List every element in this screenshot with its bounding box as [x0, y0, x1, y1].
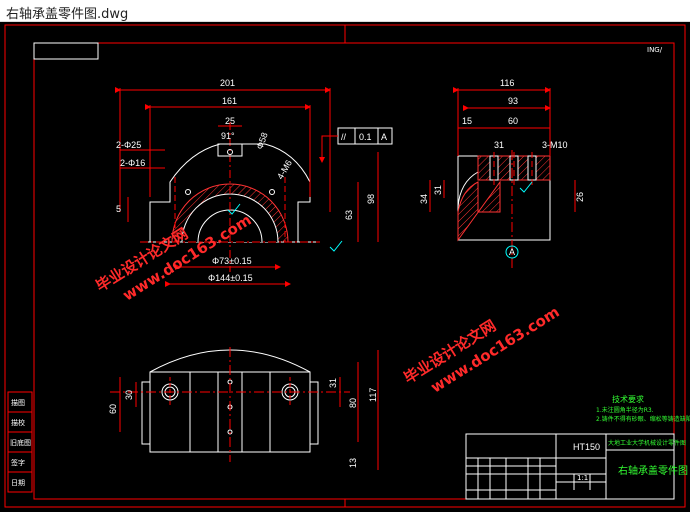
dim-height-outer: 98 [366, 194, 376, 204]
front-view[interactable]: 201 161 25 91° 2-Φ25 2-Φ16 5 Φ58 4-M6 63… [115, 78, 393, 287]
title-block: HT150 大地工业大学机械设计零件图 右轴承盖零件图 1:1 [465, 433, 688, 500]
top-dim-left-inner: 30 [124, 390, 134, 400]
window-title: 右轴承盖零件图.dwg [6, 7, 129, 22]
top-dim-right-inner: 31 [328, 378, 338, 388]
side-dim-mid: 93 [508, 96, 518, 106]
watermark-2: 毕业设计论文网 www.doc163.com [401, 303, 563, 397]
dim-top-width: 25 [225, 116, 235, 126]
side-view[interactable]: 116 93 15 60 31 3-M10 34 31 26 A [419, 78, 585, 270]
title-drawing-name: 右轴承盖零件图 [618, 464, 688, 477]
tol-value: 0.1 [359, 132, 372, 142]
strip-label-3: 签字 [11, 458, 25, 467]
cad-viewport[interactable]: ING/ 描图 描校 旧底图 签字 日期 [0, 22, 690, 512]
dim-height-inner: 63 [344, 210, 354, 220]
left-strip: 描图 描校 旧底图 签字 日期 [7, 391, 33, 493]
tolerance-frame: // 0.1 A [319, 127, 393, 163]
strip-label-0: 描图 [11, 398, 25, 407]
notes-line2: 2.铸件不得有砂眼、缩松等铸造缺陷. [596, 415, 690, 423]
side-dim-thread: 3-M10 [542, 140, 568, 150]
dim-thread: 4-M6 [275, 158, 294, 181]
side-datum: A [509, 247, 515, 257]
technical-notes: 技术要求 1.未注圆角半径为R3. 2.铸件不得有砂眼、缩松等铸造缺陷. [596, 394, 690, 423]
side-dim-height-a: 34 [419, 194, 429, 204]
cad-drawing[interactable]: ING/ 描图 描校 旧底图 签字 日期 [0, 22, 690, 512]
side-dim-right: 60 [508, 116, 518, 126]
side-dim-slot: 31 [494, 140, 504, 150]
dim-overall-width: 201 [220, 78, 235, 88]
dim-bore-large: Φ144±0.15 [208, 273, 253, 283]
top-dim-left-outer: 60 [108, 404, 118, 414]
side-dim-overall: 116 [500, 78, 514, 88]
title-scale: 1:1 [577, 474, 588, 482]
dim-radius: Φ58 [254, 131, 269, 151]
strip-label-1: 描校 [11, 418, 25, 427]
dim-hole-b: 2-Φ16 [120, 158, 145, 168]
title-material: HT150 [573, 442, 600, 452]
top-dim-right-mid: 80 [348, 398, 358, 408]
tol-symbol: // [341, 132, 347, 142]
outer-frame [4, 24, 686, 508]
dim-inner-width: 161 [222, 96, 237, 106]
title-school: 大地工业大学机械设计零件图 [608, 439, 686, 447]
corner-label-box [33, 42, 99, 60]
dim-left-gap: 5 [116, 204, 121, 214]
corner-mark: ING/ [647, 46, 663, 54]
side-dim-height-b: 31 [433, 185, 443, 195]
strip-label-4: 日期 [11, 479, 25, 487]
top-dim-right-outer: 117 [368, 388, 378, 402]
side-dim-height-c: 26 [575, 192, 585, 202]
window-titlebar: 右轴承盖零件图.dwg [0, 0, 690, 22]
top-dim-bottom: 13 [348, 458, 358, 468]
tol-datum: A [381, 132, 387, 142]
dim-angle: 91° [221, 131, 235, 141]
strip-label-2: 旧底图 [10, 438, 31, 447]
inner-frame [33, 42, 675, 500]
top-view[interactable]: 60 30 31 80 117 13 [108, 347, 379, 470]
notes-line1: 1.未注圆角半径为R3. [596, 406, 654, 414]
notes-heading: 技术要求 [612, 394, 644, 404]
dim-hole-a: 2-Φ25 [116, 140, 141, 150]
dim-bore-small: Φ73±0.15 [212, 256, 252, 266]
side-dim-left: 15 [462, 116, 472, 126]
